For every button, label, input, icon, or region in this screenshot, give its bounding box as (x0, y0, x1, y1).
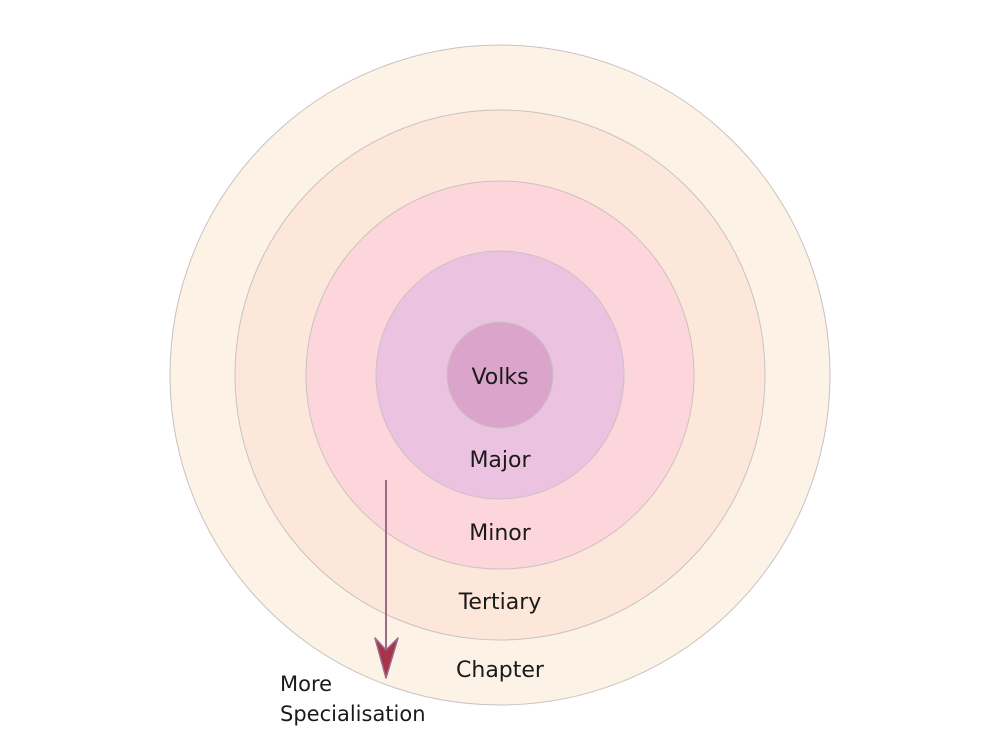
ring-label-tertiary: Tertiary (458, 590, 542, 615)
specialisation-arrow-head (374, 637, 399, 679)
ring-label-major: Major (469, 448, 531, 473)
ring-label-chapter: Chapter (456, 658, 545, 683)
ring-volks-shape (446, 321, 554, 429)
ring-label-minor: Minor (469, 521, 531, 546)
arrow-note-line-1: More (280, 672, 332, 696)
arrow-note-line-2: Specialisation (280, 702, 426, 726)
ring-label-volks: Volks (471, 365, 528, 390)
ring-volks (446, 321, 554, 429)
